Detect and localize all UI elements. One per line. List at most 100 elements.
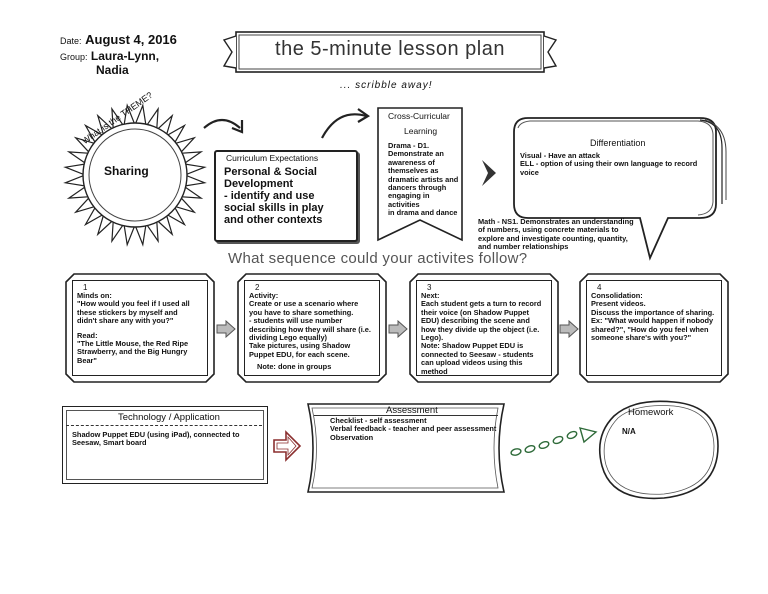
step-frame [579,273,729,383]
differentiation-content: Visual - Have an attack ELL - option of … [520,151,710,177]
technology-divider [66,425,262,426]
cross-line: themselves as [388,166,439,176]
step-line: Read: [77,330,98,340]
group-label: Group: [60,52,88,62]
step-card-4: 4 Consolidation: Present videos. Discuss… [578,272,730,384]
curriculum-line: - identify and use [224,190,315,202]
step-line: you have to share something. [249,307,354,317]
date-row: Date: August 4, 2016 [60,32,177,47]
date-value: August 4, 2016 [85,32,177,47]
math-content: Math - NS1. Demonstrates an understandin… [478,217,648,252]
step-line: Create or use a scenario where [249,299,359,309]
technology-box [62,406,268,484]
cross-content: Drama - D1. Demonstrate an awareness of … [388,141,460,218]
differentiation-line: ELL - option of using their own language… [520,159,698,169]
technology-label: Technology / Application [118,412,220,423]
cross-line: in drama and dance [388,208,458,218]
date-label: Date: [60,36,82,46]
math-line: Math - NS1. Demonstrates an understandin… [478,217,634,226]
theme-value: Sharing [104,164,149,178]
arrow-right-icon [273,430,302,462]
step-number: 2 [255,283,260,292]
group-value-1: Laura-Lynn, [90,49,160,63]
step-line: Consolidation: [591,291,643,300]
step-inner: 2 Activity: Create or use a scenario whe… [244,280,380,376]
step-line: describing how they will share (i.e. [249,324,371,334]
step-inner: 1 Minds on: "How would you feel if I use… [72,280,208,376]
cross-label-1: Cross-Curricular [388,111,450,121]
curved-arrow-icon [203,118,244,134]
title-banner [222,31,558,73]
assessment-divider [314,415,498,416]
differentiation-line: voice [520,167,539,177]
step-line: someone share's with you?" [591,333,692,343]
cross-line: dancers through [388,183,447,193]
cross-label-2: Learning [404,126,438,136]
differentiation-bubble [513,117,727,261]
group-row: Group: Laura-Lynn, Nadia [60,50,159,77]
step-line: Each student gets a turn to record [421,299,542,309]
step-frame [237,273,387,383]
assessment-content: Checklist - self assessment Verbal feedb… [330,416,500,442]
step-text: Activity: Create or use a scenario where… [249,291,375,372]
step-line: Note: Shadow Puppet EDU is [421,341,524,351]
step-text: Minds on: "How would you feel if I used … [77,291,203,365]
curriculum-line: Development [224,178,294,190]
step-line: Lego). [421,333,444,343]
assessment-banner [306,403,506,493]
differentiation-line: Visual - Have an attack [520,151,600,160]
homework-blob [598,400,719,500]
chevron-right-icon [482,160,496,186]
curved-arrow-icon [321,108,371,139]
step-number: 1 [83,283,88,292]
page-title: the 5-minute lesson plan [275,38,505,60]
technology-inner [66,410,264,480]
step-line: Ex: "What would happen if nobody [591,316,714,326]
step-card-1: 1 Minds on: "How would you feel if I use… [64,272,216,384]
step-line: method [421,366,448,376]
step-line: Bear" [77,355,97,365]
step-line: Strawberry, and the Big Hungry [77,347,188,357]
step-number: 3 [427,283,432,292]
cross-line: Demonstrate an [388,149,444,159]
curriculum-line: social skills in play [224,202,324,214]
page-subtitle: ... scribble away! [340,80,433,91]
theme-sun [63,103,207,247]
curriculum-content: Personal & Social Development - identify… [224,166,324,226]
step-line: can upload videos using this [421,358,523,368]
step-line: Puppet EDU, for each scene. [249,349,350,359]
arrow-right-icon [216,320,236,338]
step-line: Take pictures, using Shadow [249,341,351,351]
cross-line: Drama - D1. [388,141,430,150]
technology-line: Shadow Puppet EDU (using iPad), connecte… [72,430,240,439]
math-line: and number relationships [478,242,569,252]
chain-arrow-icon [510,427,598,456]
homework-value: N/A [622,427,636,436]
step-line: Discuss the importance of sharing. [591,307,715,317]
step-line: Activity: [249,291,279,300]
step-line: their voice (on Shadow Puppet [421,307,529,317]
step-line: these stickers by myself and [77,307,178,317]
curriculum-line: Personal & Social [224,166,317,178]
step-card-3: 3 Next: Each student gets a turn to reco… [408,272,560,384]
step-frame [409,273,559,383]
arrow-right-icon [388,320,408,338]
sequence-question: What sequence could your activites follo… [228,250,528,267]
step-line: EDU) describing the scene and [421,316,530,326]
curriculum-label: Curriculum Expectations [226,153,319,163]
assessment-label: Assessment [386,405,438,416]
step-line: "How would you feel if I used all [77,299,190,309]
technology-line: Seesaw, Smart board [72,438,147,448]
step-line: connected to Seesaw - students [421,349,534,359]
cross-line: awareness of [388,157,435,167]
group-value-2: Nadia [96,63,129,77]
math-line: of numbers, using concrete materials to [478,225,619,235]
cross-line: dramatic artists and [388,174,459,184]
step-line: - students will use number [249,316,343,326]
step-line: shared?", "How do you feel when [591,324,709,334]
step-line: Present videos. [591,299,646,309]
step-line: didn't share any with you?" [77,316,174,326]
differentiation-label: Differentiation [590,138,646,148]
homework-label: Homework [628,407,674,418]
step-line: "The Little Mouse, the Red Ripe [77,339,189,349]
